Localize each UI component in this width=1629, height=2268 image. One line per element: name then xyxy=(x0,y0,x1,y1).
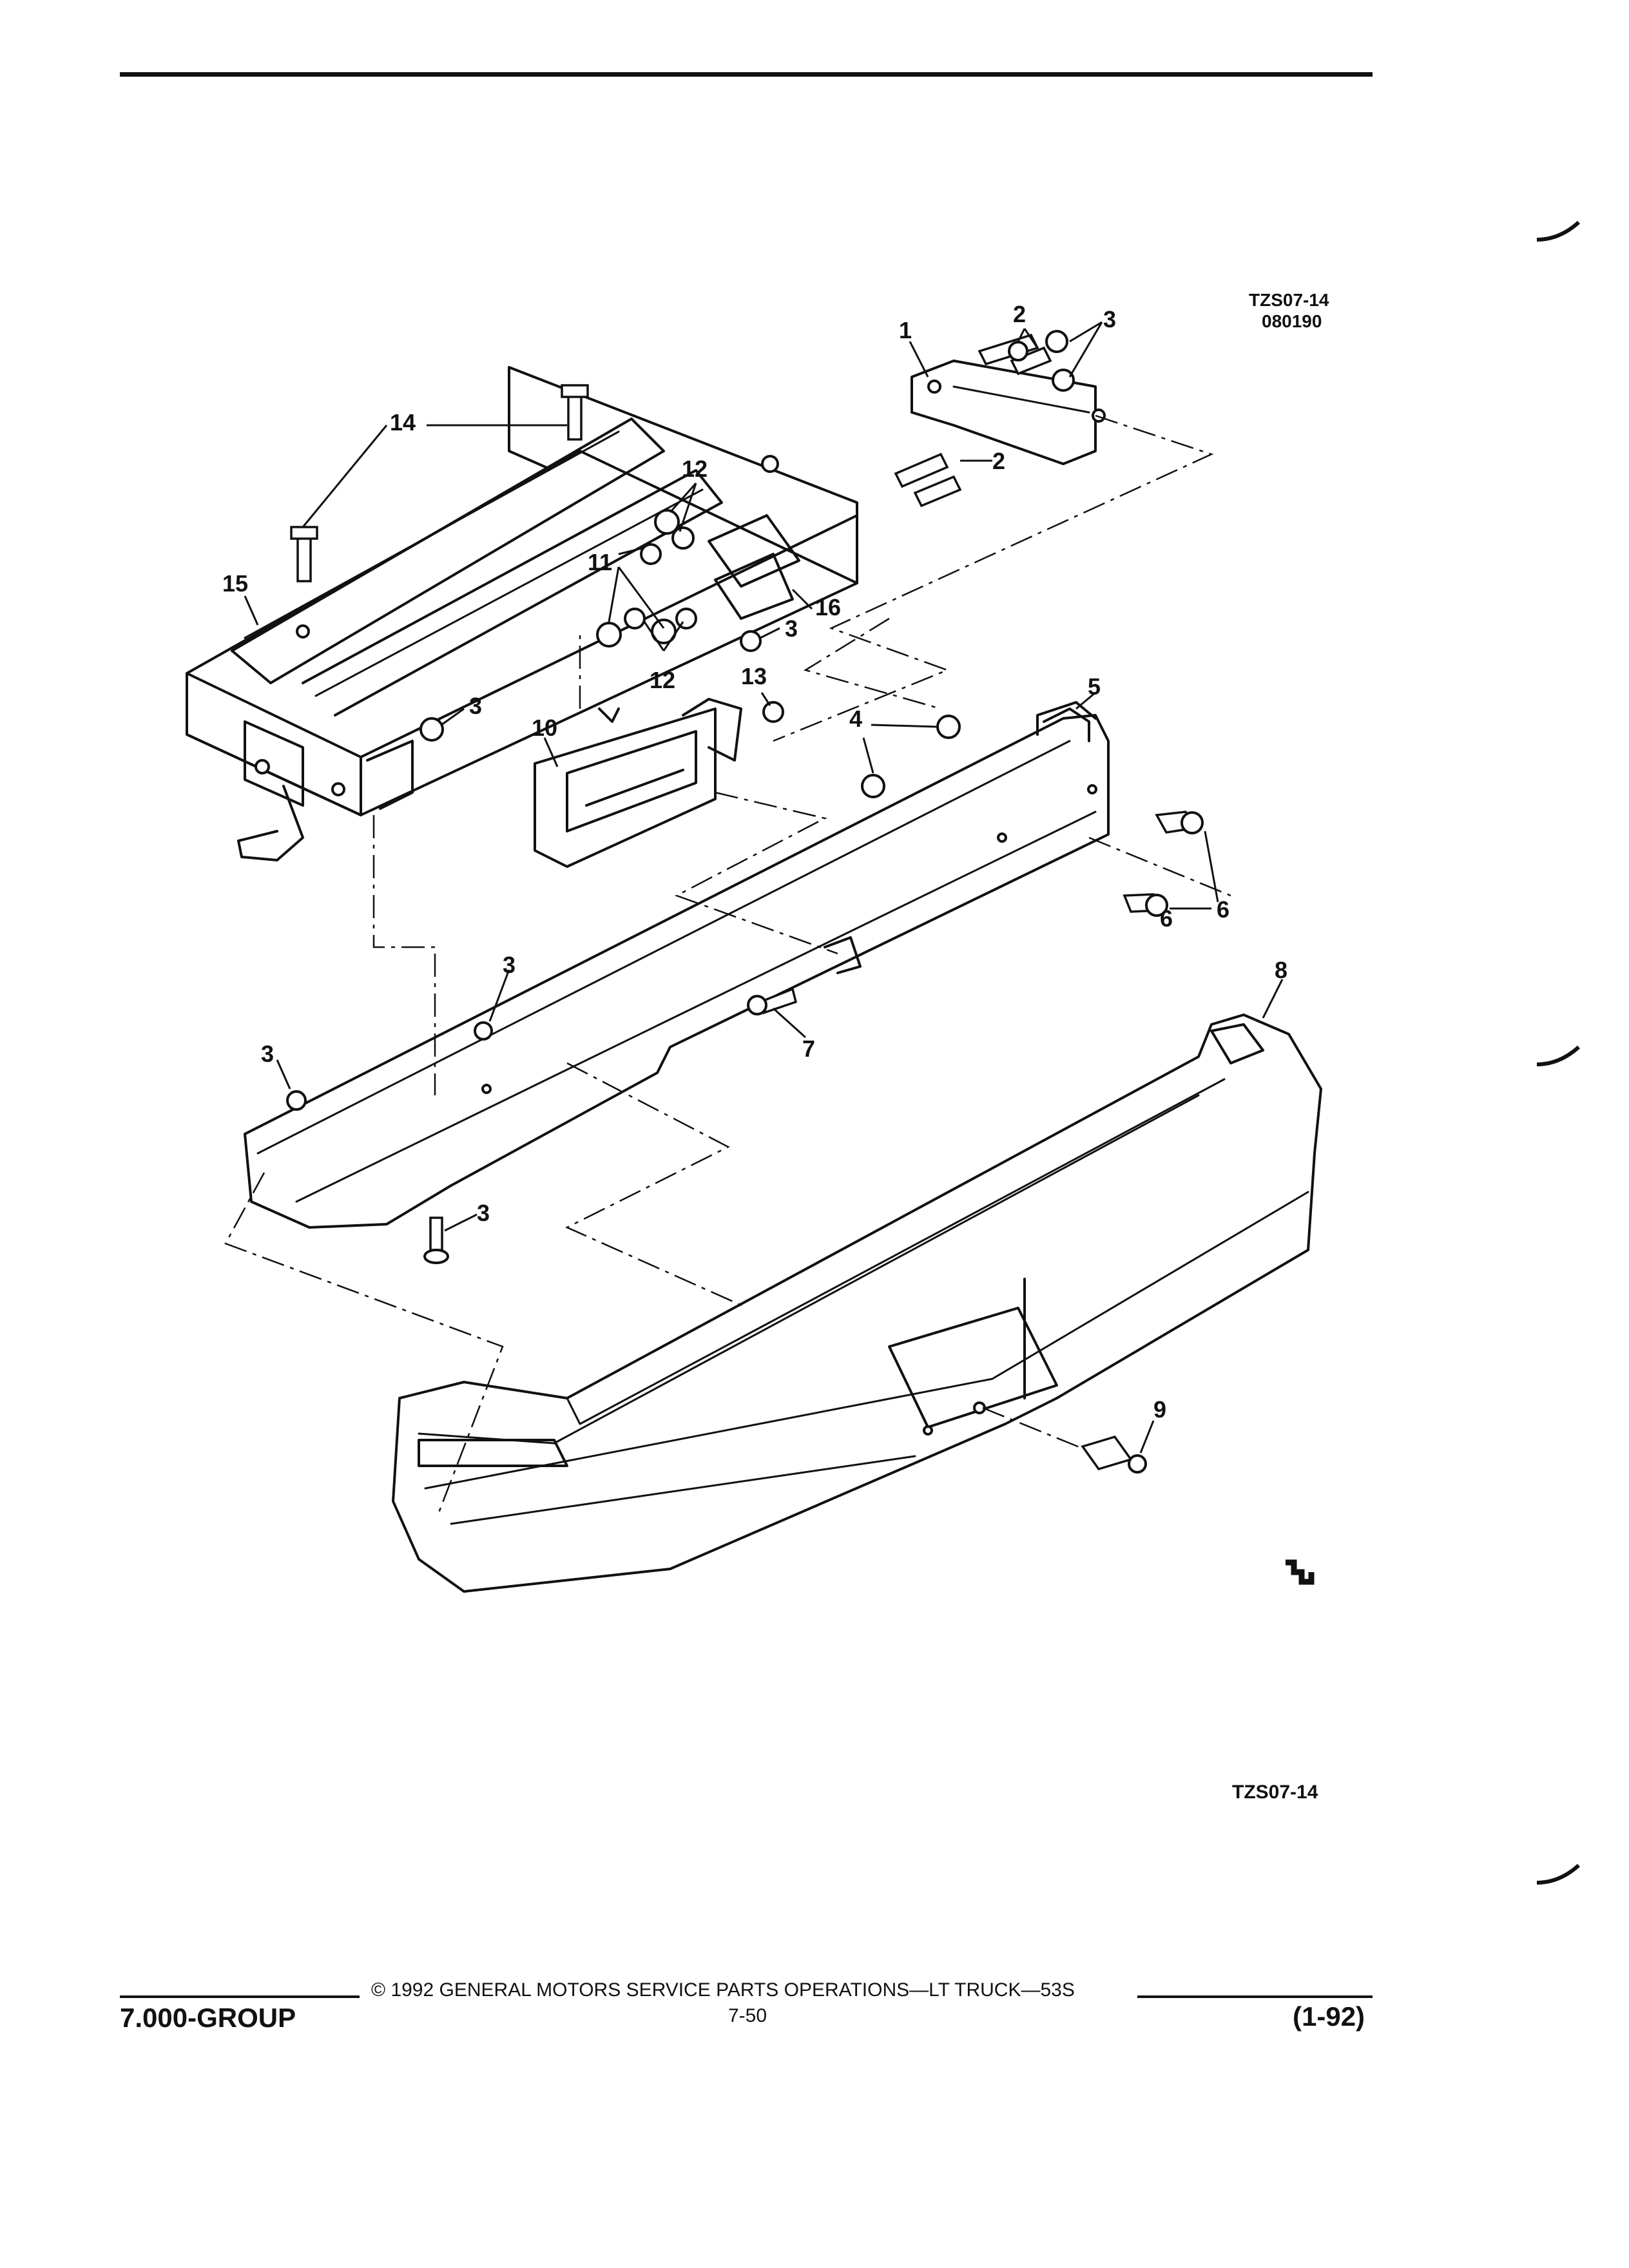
callout-3b: 3 xyxy=(785,615,798,642)
callout-2b: 2 xyxy=(992,448,1005,474)
callout-7: 7 xyxy=(802,1035,815,1062)
callout-3c: 3 xyxy=(469,693,482,719)
callout-3e: 3 xyxy=(261,1041,274,1067)
bumper-nuts xyxy=(861,715,961,798)
callout-12b: 12 xyxy=(650,667,675,693)
callout-8: 8 xyxy=(1275,957,1287,983)
figure-ref-code: TZS07-14 xyxy=(1249,290,1329,310)
callout-labels: 1 2 2 3 3 3 3 3 3 4 5 6 6 7 8 9 10 11 12… xyxy=(222,301,1287,1423)
retainer-clip xyxy=(1081,1435,1147,1474)
figure-date-code: 080190 xyxy=(1262,311,1322,331)
callout-1: 1 xyxy=(899,317,912,343)
frame-hitch-assembly xyxy=(186,366,858,861)
callout-3d: 3 xyxy=(503,952,516,978)
bumper-bar xyxy=(244,701,1110,1229)
footer-copyright: © 1992 GENERAL MOTORS SERVICE PARTS OPER… xyxy=(371,1979,1075,2001)
bracket-assembly xyxy=(911,360,1106,465)
hitch-bolts xyxy=(290,384,589,582)
callout-10: 10 xyxy=(532,715,557,741)
callout-14: 14 xyxy=(390,409,416,436)
callout-5: 5 xyxy=(1088,673,1101,700)
upper-fasteners xyxy=(894,330,1075,508)
bumper-bolts xyxy=(286,811,1204,1264)
callout-16: 16 xyxy=(815,594,841,620)
binding-marks xyxy=(1536,220,1581,1885)
footer-revision: (1-92) xyxy=(1293,2001,1365,2032)
leader-lines xyxy=(244,321,1284,1454)
license-bracket xyxy=(534,698,742,868)
nut-cluster xyxy=(419,509,784,742)
callout-3: 3 xyxy=(1103,306,1116,332)
callout-2: 2 xyxy=(1013,301,1026,327)
callout-15: 15 xyxy=(222,570,248,597)
callout-9: 9 xyxy=(1153,1396,1166,1423)
callout-6c: 3 xyxy=(477,1200,490,1226)
callout-13: 13 xyxy=(741,663,767,689)
callout-11: 11 xyxy=(588,549,612,575)
bumper-fascia xyxy=(392,1014,1322,1593)
footer-group: 7.000-GROUP xyxy=(120,2003,296,2033)
top-rule xyxy=(120,72,1373,77)
publisher-logo-mark xyxy=(1286,1559,1315,1585)
figure-bottom-code: TZS07-14 xyxy=(1232,1782,1318,1803)
callout-12: 12 xyxy=(682,456,708,482)
footer-page-number: 7-50 xyxy=(728,2005,767,2026)
callout-6b: 6 xyxy=(1160,905,1173,932)
callout-4: 4 xyxy=(849,706,862,732)
alignment-lines xyxy=(224,414,1231,1515)
callout-6: 6 xyxy=(1217,896,1229,923)
footer-rule-right xyxy=(1137,1995,1373,1998)
footer-rule-left xyxy=(120,1995,360,1998)
